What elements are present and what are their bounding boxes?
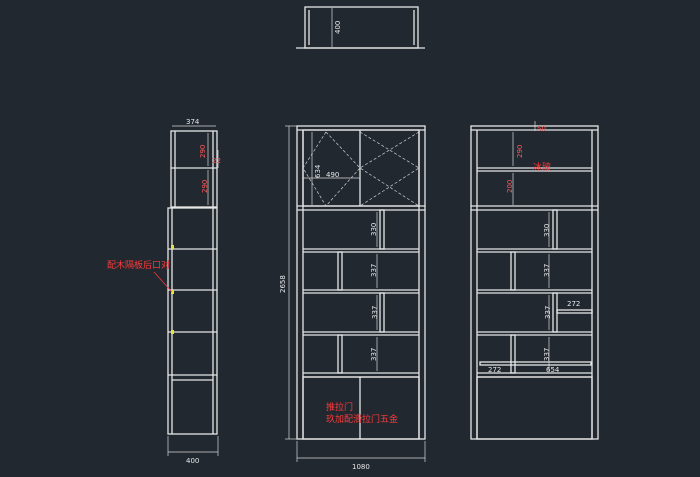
side-note: 配木隔板后口对 (107, 259, 170, 271)
front-divider-1 (379, 209, 385, 250)
back-dim-272-right: 272 (567, 300, 580, 308)
back-divider-2 (510, 251, 516, 291)
back-view: 50 290 冰玻 200 330 337 337 2 (470, 121, 599, 440)
front-divider-2 (337, 251, 343, 291)
top-view: 400 (296, 6, 425, 49)
front-door-note-2: 玖加配滑拉门五金 (326, 413, 398, 425)
back-dim-337-b: 337 (544, 306, 552, 319)
front-dim-337-a: 337 (370, 264, 378, 277)
front-upper-right-swing (359, 131, 420, 207)
back-dim-337-c: 337 (543, 348, 551, 361)
side-marker-3 (171, 330, 174, 334)
side-marker-1 (171, 245, 174, 249)
back-dim-272-left: 272 (488, 366, 501, 374)
front-dim-337-b: 337 (371, 306, 379, 319)
front-width-dim: 1080 (352, 463, 370, 471)
top-view-outline (304, 6, 419, 49)
front-height-dim: 2658 (279, 275, 287, 293)
side-dim-290-b: 290 (201, 180, 209, 193)
back-dim-654: 654 (546, 366, 560, 374)
side-dim-22: 22 (212, 157, 221, 165)
back-glass-note: 冰玻 (533, 161, 551, 173)
front-dim-490: 490 (326, 171, 339, 179)
side-top-width-dim: 374 (186, 118, 200, 126)
back-dim-290: 290 (516, 145, 524, 158)
back-divider-1 (552, 209, 558, 250)
back-small-shelf (556, 309, 593, 314)
top-view-depth-dim: 400 (334, 21, 342, 34)
back-divider-4 (510, 334, 516, 374)
side-marker-2 (171, 290, 174, 294)
front-divider-3 (379, 292, 385, 333)
front-upper-left-swing-b (325, 131, 361, 207)
back-dim-50: 50 (537, 125, 546, 133)
side-upper-cabinet (170, 130, 218, 208)
side-bottom-width-dim: 400 (186, 457, 199, 465)
front-upper-left-swing (302, 131, 327, 207)
front-view: 634 490 330 337 337 337 推拉门 玖加配滑拉门五金 (279, 125, 426, 471)
front-upper-right-swing-b (359, 131, 420, 207)
back-low-shelf (479, 361, 592, 366)
front-dim-634: 634 (314, 164, 322, 178)
front-sliding-doors (302, 376, 420, 440)
front-door-note-1: 推拉门 (326, 401, 353, 413)
front-dim-337-c: 337 (370, 348, 378, 361)
side-view: 374 290 290 22 配木隔板后口对 400 (107, 118, 221, 465)
front-divider-4 (337, 334, 343, 374)
front-dim-330: 330 (370, 223, 378, 236)
side-dim-290-a: 290 (199, 145, 207, 158)
back-dim-330: 330 (543, 224, 551, 237)
back-dim-200: 200 (506, 180, 514, 193)
side-note-leader (153, 271, 173, 293)
back-dim-337-a: 337 (543, 264, 551, 277)
back-bottom-cabinet (476, 376, 593, 440)
side-lower-cabinet (167, 207, 218, 435)
